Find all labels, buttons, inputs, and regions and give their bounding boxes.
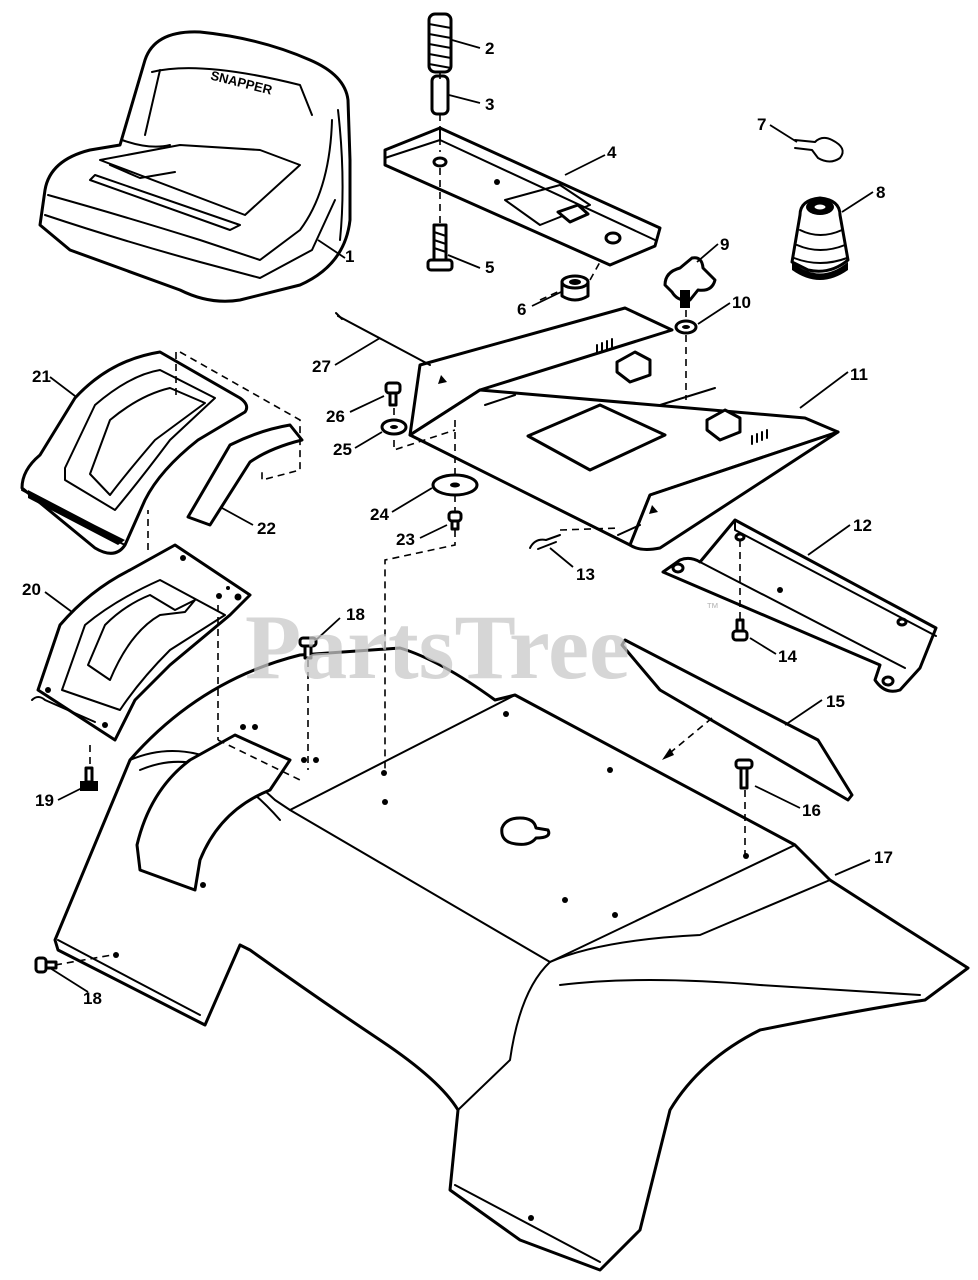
callout-14: 14	[778, 647, 797, 666]
callout-25: 25	[333, 440, 352, 459]
callout-10: 10	[732, 293, 751, 312]
part-4-bracket[interactable]	[383, 126, 662, 267]
part-1-seat[interactable]: SNAPPER	[38, 30, 352, 303]
callout-24: 24	[370, 505, 389, 524]
leader-lines	[44, 39, 874, 993]
part-6-bushing[interactable]	[560, 274, 590, 302]
callout-7: 7	[757, 115, 766, 134]
part-23-bolt[interactable]	[447, 510, 463, 531]
callout-3: 3	[485, 95, 494, 114]
part-17-fender[interactable]	[53, 646, 970, 1272]
part-12-bracket[interactable]	[661, 518, 938, 693]
watermark-text: PartsTree	[245, 596, 630, 698]
callout-19: 19	[35, 791, 54, 810]
part-18-screw-top[interactable]	[298, 636, 318, 660]
part-14-bolt[interactable]	[731, 618, 749, 642]
part-5-bolt[interactable]	[426, 223, 454, 272]
callout-1: 1	[345, 247, 354, 266]
callout-27: 27	[312, 357, 331, 376]
callout-9: 9	[720, 235, 729, 254]
part-26-bolt[interactable]	[384, 381, 402, 407]
part-7-clip[interactable]	[794, 136, 844, 163]
callout-11: 11	[850, 365, 868, 384]
part-10-washer[interactable]	[674, 319, 698, 335]
callout-20: 20	[22, 580, 41, 599]
callout-labels: 1 2 3 4 5 6 7 8 9 10 11 12 13 14 15 16 1…	[22, 39, 893, 1008]
assembly-lines	[54, 72, 746, 966]
callout-4: 4	[607, 143, 617, 162]
part-19-screw[interactable]	[80, 766, 98, 791]
callout-13: 13	[576, 565, 595, 584]
callout-26: 26	[326, 407, 345, 426]
part-25-washer[interactable]	[380, 418, 408, 436]
part-24-washer[interactable]	[431, 473, 479, 497]
callout-2: 2	[485, 39, 494, 58]
callout-16: 16	[802, 801, 821, 820]
callout-5: 5	[485, 258, 494, 277]
watermark-tm: ™	[706, 600, 719, 615]
callout-15: 15	[826, 692, 845, 711]
part-21-shift-cover[interactable]	[20, 350, 249, 555]
part-20-shift-plate[interactable]	[31, 543, 252, 742]
callout-6: 6	[517, 300, 526, 319]
part-9-knob[interactable]	[663, 256, 717, 308]
part-22-strip[interactable]	[186, 423, 304, 527]
part-2-spring[interactable]	[427, 12, 453, 74]
watermark: PartsTree ™	[245, 596, 719, 698]
part-27-rod[interactable]	[335, 312, 431, 366]
part-8-bumper[interactable]	[790, 196, 850, 280]
part-3-sleeve[interactable]	[430, 74, 450, 116]
callout-18-top: 18	[346, 605, 365, 624]
callout-17: 17	[874, 848, 893, 867]
part-16-screw[interactable]	[734, 758, 754, 790]
part-15-plate[interactable]	[620, 638, 854, 802]
callout-18-bottom: 18	[83, 989, 102, 1008]
callout-22: 22	[257, 519, 276, 538]
callout-23: 23	[396, 530, 415, 549]
callout-21: 21	[32, 367, 51, 386]
callout-12: 12	[853, 516, 872, 535]
part-11-seat-pan[interactable]	[408, 306, 840, 551]
part-13-cotter[interactable]	[529, 534, 561, 550]
callout-8: 8	[876, 183, 885, 202]
